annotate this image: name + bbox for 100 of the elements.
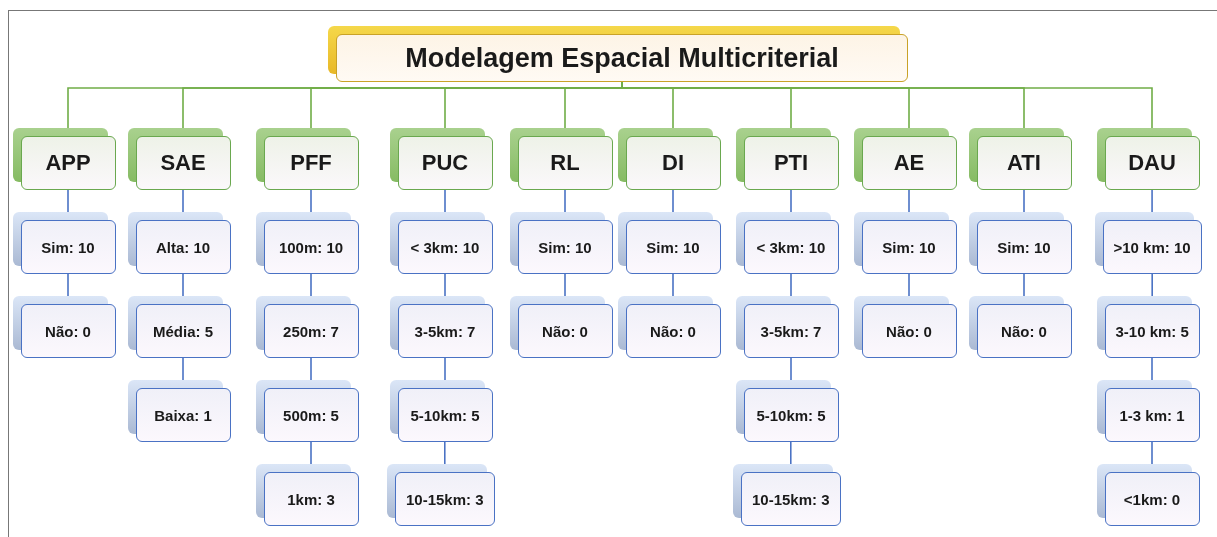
class-score-label: Sim: 10 bbox=[646, 238, 700, 256]
class-score-label: 5-10km: 5 bbox=[756, 406, 826, 424]
class-box bbox=[387, 464, 495, 526]
criterion-box bbox=[1096, 128, 1200, 190]
connector-line bbox=[672, 273, 674, 297]
class-score-label: <1km: 0 bbox=[1123, 490, 1181, 508]
class-box bbox=[733, 464, 841, 526]
connector-line bbox=[908, 189, 910, 213]
class-score-label: 3-5km: 7 bbox=[760, 322, 822, 340]
class-score-label: Não: 0 bbox=[650, 322, 696, 340]
criterion-box bbox=[617, 128, 721, 190]
connector-line bbox=[790, 441, 792, 465]
connector-line bbox=[182, 357, 184, 381]
class-box bbox=[127, 212, 231, 274]
class-box bbox=[735, 296, 839, 358]
class-score-label: < 3km: 10 bbox=[410, 238, 480, 256]
class-box bbox=[255, 212, 359, 274]
criterion-label: SAE bbox=[160, 150, 206, 176]
connector-line bbox=[310, 189, 312, 213]
criterion-box bbox=[127, 128, 231, 190]
connector-line bbox=[444, 357, 446, 381]
connector-line bbox=[443, 441, 446, 465]
class-box bbox=[1096, 464, 1200, 526]
class-score-label: 10-15km: 3 bbox=[406, 490, 484, 508]
class-score-label: 3-5km: 7 bbox=[414, 322, 476, 340]
connector-line bbox=[1151, 189, 1153, 213]
class-box bbox=[12, 296, 116, 358]
criterion-box bbox=[735, 128, 839, 190]
class-score-label: Não: 0 bbox=[542, 322, 588, 340]
connector-line bbox=[672, 189, 674, 213]
class-score-label: Não: 0 bbox=[45, 322, 91, 340]
class-box bbox=[389, 296, 493, 358]
class-box bbox=[968, 296, 1072, 358]
criterion-label: ATI bbox=[1007, 150, 1041, 176]
criterion-label: PFF bbox=[290, 150, 332, 176]
class-box bbox=[255, 380, 359, 442]
class-box bbox=[735, 380, 839, 442]
criterion-box bbox=[509, 128, 613, 190]
connector-line bbox=[908, 273, 910, 297]
connector-line bbox=[1151, 273, 1153, 297]
title-text: Modelagem Espacial Multicriterial bbox=[405, 42, 839, 74]
class-score-label: Sim: 10 bbox=[538, 238, 592, 256]
connector-line bbox=[564, 189, 566, 213]
class-box bbox=[1096, 296, 1200, 358]
criterion-label: PUC bbox=[421, 150, 469, 176]
connector-line bbox=[310, 357, 312, 381]
class-box bbox=[389, 212, 493, 274]
connector-line bbox=[790, 357, 792, 381]
connector-line bbox=[790, 273, 792, 297]
class-box bbox=[617, 212, 721, 274]
class-score-label: 250m: 7 bbox=[283, 322, 339, 340]
connector-line bbox=[444, 273, 446, 297]
class-score-label: 10-15km: 3 bbox=[752, 490, 830, 508]
connector-line bbox=[182, 273, 184, 297]
class-score-label: Não: 0 bbox=[1001, 322, 1047, 340]
class-score-label: >10 km: 10 bbox=[1113, 238, 1191, 256]
class-score-label: Sim: 10 bbox=[882, 238, 936, 256]
criterion-box bbox=[853, 128, 957, 190]
class-score-label: 3-10 km: 5 bbox=[1115, 322, 1189, 340]
criterion-label: RL bbox=[550, 150, 580, 176]
connector-line bbox=[444, 189, 446, 213]
class-box bbox=[1094, 212, 1202, 274]
class-box bbox=[389, 380, 493, 442]
criterion-label: PTI bbox=[773, 150, 809, 176]
connector-line bbox=[182, 189, 184, 213]
class-score-label: 100m: 10 bbox=[278, 238, 344, 256]
class-box bbox=[509, 212, 613, 274]
class-box bbox=[12, 212, 116, 274]
class-score-label: Sim: 10 bbox=[997, 238, 1051, 256]
class-score-label: < 3km: 10 bbox=[756, 238, 826, 256]
connector-line bbox=[1023, 189, 1025, 213]
class-score-label: 500m: 5 bbox=[283, 406, 339, 424]
connector-line bbox=[1151, 441, 1153, 465]
class-box bbox=[255, 464, 359, 526]
connector-line bbox=[564, 273, 566, 297]
class-box bbox=[509, 296, 613, 358]
class-score-label: 5-10km: 5 bbox=[410, 406, 480, 424]
criterion-label: DI bbox=[662, 150, 684, 176]
class-box bbox=[617, 296, 721, 358]
class-box bbox=[968, 212, 1072, 274]
criterion-box bbox=[255, 128, 359, 190]
connector-line bbox=[1023, 273, 1025, 297]
criterion-box bbox=[12, 128, 116, 190]
class-box bbox=[255, 296, 359, 358]
class-score-label: 1-3 km: 1 bbox=[1119, 406, 1185, 424]
class-box bbox=[735, 212, 839, 274]
class-score-label: 1km: 3 bbox=[287, 490, 335, 508]
criterion-box bbox=[968, 128, 1072, 190]
class-score-label: Alta: 10 bbox=[155, 238, 211, 256]
criterion-label: APP bbox=[45, 150, 91, 176]
class-score-label: Baixa: 1 bbox=[154, 406, 212, 424]
class-score-label: Média: 5 bbox=[153, 322, 213, 340]
connector-line bbox=[790, 189, 792, 213]
criterion-box bbox=[389, 128, 493, 190]
class-box bbox=[1096, 380, 1200, 442]
connector-line bbox=[67, 273, 69, 297]
class-score-label: Não: 0 bbox=[886, 322, 932, 340]
connector-line bbox=[310, 273, 312, 297]
class-score-label: Sim: 10 bbox=[41, 238, 95, 256]
class-box bbox=[127, 380, 231, 442]
